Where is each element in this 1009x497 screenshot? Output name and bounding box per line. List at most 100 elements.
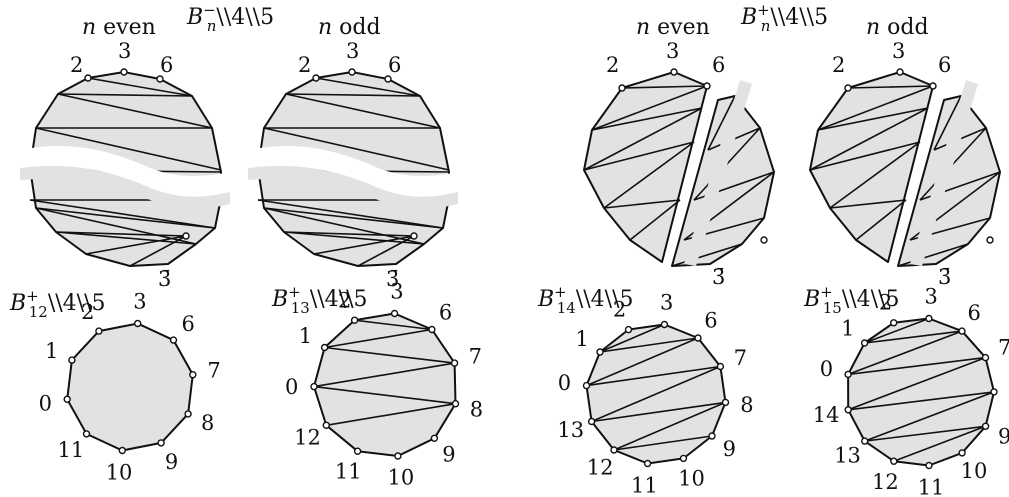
diagonal — [671, 243, 743, 267]
gap-band — [20, 146, 230, 197]
diagonal — [848, 391, 995, 411]
vertex-label: 3 — [390, 280, 403, 304]
polygon-title: B+14\\4\\5 — [537, 283, 634, 317]
vertex-label: 9 — [442, 443, 455, 467]
diagonal — [591, 365, 721, 423]
vertex-marker — [169, 336, 178, 344]
vertex-marker — [721, 398, 730, 407]
gap-band — [248, 146, 458, 197]
vertex-label: 0 — [820, 357, 833, 381]
vertex-marker — [587, 417, 596, 426]
diagonal — [257, 199, 444, 229]
vertex-marker — [120, 68, 128, 76]
vertex-label: 2 — [879, 290, 892, 314]
vertex-label: 1 — [299, 324, 312, 348]
vertex-marker — [670, 68, 678, 76]
diagonal — [583, 141, 695, 171]
diagonal — [603, 199, 681, 209]
diagonal — [57, 93, 213, 129]
vertex-label: 6 — [712, 53, 725, 77]
vertex-marker — [925, 314, 933, 323]
vertex-label: 1 — [575, 327, 588, 351]
vertex-marker — [157, 439, 165, 447]
diagonal — [263, 207, 425, 245]
diagonal — [586, 337, 699, 387]
polygon-body — [313, 312, 457, 457]
vertex-label: 2 — [613, 297, 626, 321]
vertex-marker — [394, 452, 402, 460]
vertex-label: 7 — [734, 346, 747, 370]
vertex-marker — [450, 359, 459, 367]
diagonal — [591, 401, 726, 423]
vertex-label: 6 — [938, 53, 951, 77]
vertex-marker — [860, 339, 869, 347]
diagonal — [583, 107, 703, 171]
vertex-label: 8 — [740, 393, 753, 417]
vertex-label: 10 — [961, 459, 988, 483]
diagonal — [707, 95, 736, 151]
vertex-marker — [679, 454, 688, 463]
vertex-marker — [703, 82, 711, 90]
vertex-label: 6 — [704, 308, 717, 332]
diagonal — [87, 77, 193, 97]
diagonal — [354, 312, 395, 321]
vertex-label: 6 — [439, 301, 452, 325]
vertex-label: 7 — [998, 335, 1009, 359]
vertex-label: 11 — [631, 473, 658, 497]
diagonal — [313, 385, 456, 405]
vertex-marker — [925, 461, 933, 470]
diagonal — [85, 235, 187, 255]
diagonal — [817, 107, 929, 131]
diagonal — [629, 199, 681, 241]
diagonal — [357, 235, 415, 267]
polygon-title: B+15\\4\\5 — [803, 283, 900, 317]
vertex-label: 3 — [892, 39, 905, 63]
diagonal — [283, 231, 425, 245]
diagonal — [933, 95, 962, 151]
diagonal — [848, 356, 986, 376]
example-polygon-15: B+15\\4\\5367891011121314012 — [803, 283, 1009, 497]
polygon-body — [847, 317, 995, 467]
family-header: B−n\\4\\5 — [186, 1, 274, 35]
vertex-label: 2 — [832, 53, 845, 77]
vertex-label: 2 — [70, 53, 83, 77]
diagonal — [599, 337, 699, 353]
vertex-marker — [694, 334, 702, 342]
vertex-marker — [410, 232, 418, 240]
vertex-marker — [844, 84, 852, 92]
vertex-label: 3̄ — [712, 265, 725, 289]
vertex-marker — [981, 353, 990, 362]
vertex-marker — [184, 410, 192, 418]
parity-label: n even — [82, 15, 156, 40]
vertex-label: 12 — [294, 426, 321, 450]
diagonal — [897, 243, 969, 267]
vertex-label: 10 — [678, 467, 705, 491]
diagonal — [35, 207, 216, 229]
vertex-label: 3 — [346, 39, 359, 63]
diagonal — [57, 93, 193, 97]
vertex-marker — [310, 382, 318, 391]
vertex-marker — [760, 236, 768, 244]
diagonal — [586, 365, 721, 387]
diagonal — [313, 235, 415, 255]
vertex-label: 2 — [81, 300, 94, 324]
vertex-label: 3̄ — [938, 265, 951, 289]
vertex-label: 10 — [106, 460, 133, 484]
diagonal — [864, 330, 963, 344]
shade-band — [248, 166, 458, 209]
vertex-label: 0 — [558, 371, 571, 395]
vertex-marker — [844, 370, 852, 379]
vertex-marker — [986, 236, 994, 244]
vertex-marker — [890, 457, 898, 465]
vertex-label: 13 — [557, 418, 584, 442]
vertex-label: 0 — [285, 375, 298, 399]
vertex-label: 8 — [470, 397, 483, 421]
diagonal — [55, 231, 187, 237]
vertex-label: 7 — [207, 358, 220, 382]
vertex-label: 9 — [723, 437, 736, 461]
